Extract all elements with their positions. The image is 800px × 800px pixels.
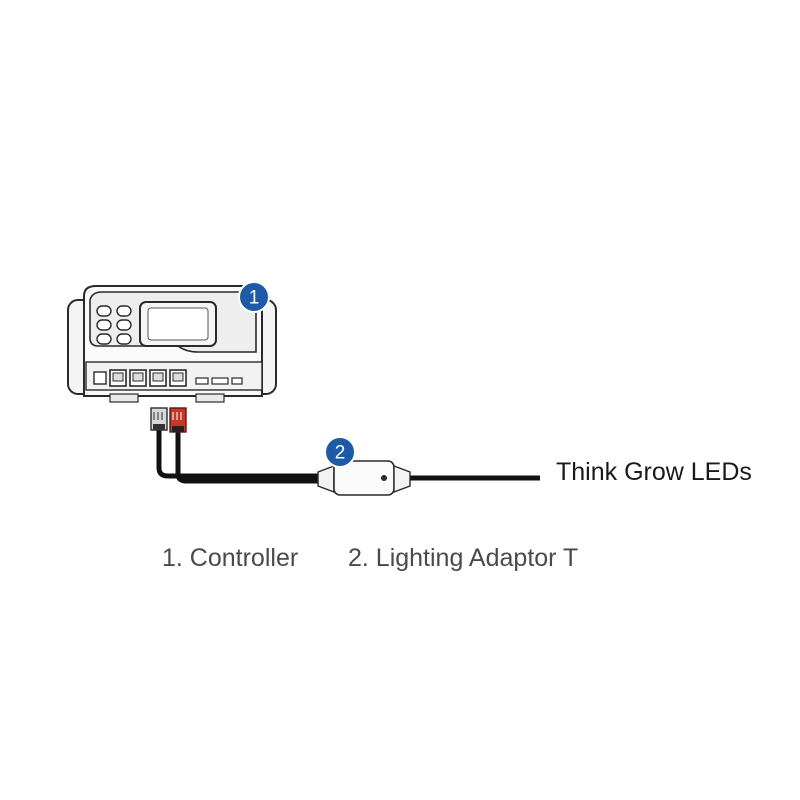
callout-badge-controller: 1 <box>238 281 270 313</box>
caption-adaptor: 2. Lighting Adaptor T <box>348 544 579 572</box>
callout-number-adaptor: 2 <box>335 443 346 464</box>
caption-controller: 1. Controller <box>162 544 299 572</box>
callout-number-controller: 1 <box>249 288 260 309</box>
cable-lines <box>156 430 540 484</box>
callout-badge-adaptor: 2 <box>324 436 356 468</box>
rj-connector-gray-icon <box>150 407 168 431</box>
inline-adaptor-icon <box>317 460 411 496</box>
rj-connector-red-icon <box>169 407 187 433</box>
destination-label: Think Grow LEDs <box>556 458 752 486</box>
